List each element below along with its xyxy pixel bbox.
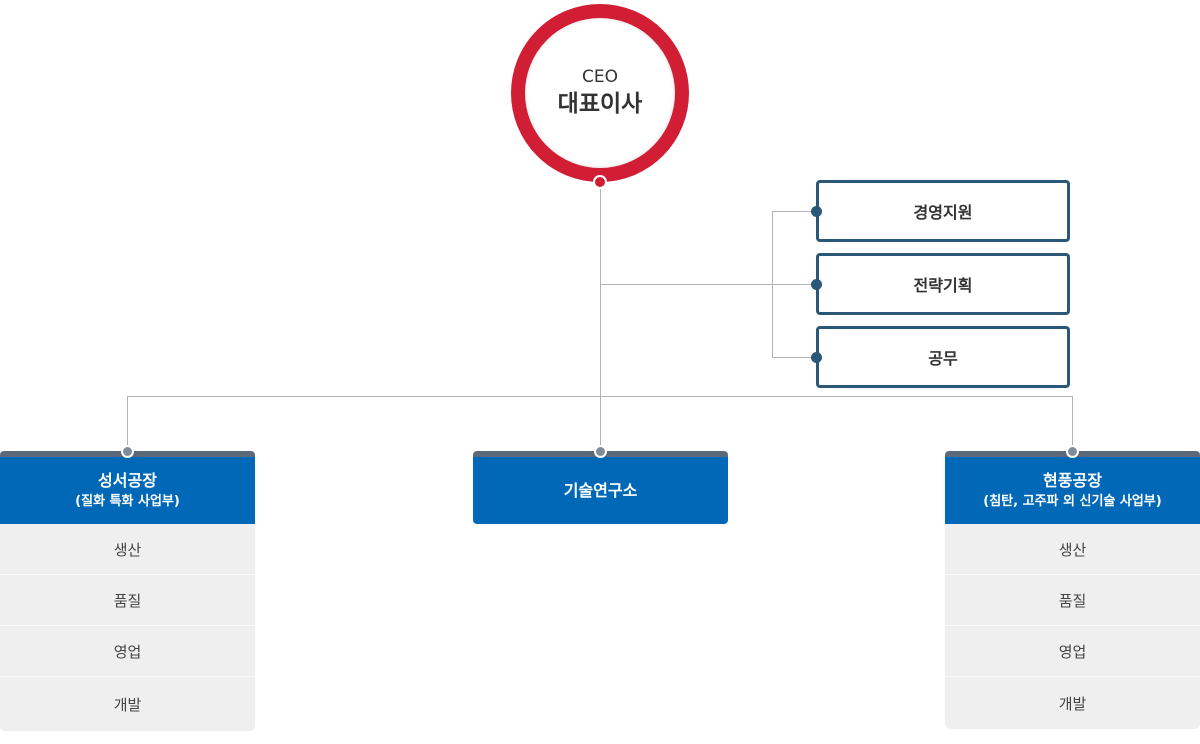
- staff-box-strategy-planning: 전략기획: [816, 253, 1070, 315]
- dept-horizontal-line: [127, 396, 1073, 397]
- staff-label: 경영지원: [913, 203, 973, 222]
- dept-name: 현풍공장: [1043, 470, 1102, 490]
- staff-box-public-works: 공무: [816, 326, 1070, 388]
- dept-unit: 개발: [945, 676, 1200, 729]
- dept-name: 기술연구소: [563, 480, 638, 500]
- dept-unit-list: 생산 품질 영업 개발: [945, 524, 1200, 729]
- dept-subtitle: (침탄, 고주파 외 신기술 사업부): [983, 493, 1162, 509]
- staff-label: 전략기획: [913, 276, 973, 295]
- ceo-title-en: CEO: [582, 67, 618, 87]
- dept-unit: 영업: [0, 625, 255, 676]
- staff-label: 공무: [928, 349, 958, 368]
- dept-left-drop: [127, 396, 128, 451]
- staff-bracket-bottom: [772, 357, 814, 358]
- dept-unit: 생산: [113, 540, 142, 559]
- dept-unit: 개발: [0, 676, 255, 731]
- dept-hyeonpung-factory: 현풍공장 (침탄, 고주파 외 신기술 사업부) 생산 품질 영업 개발: [945, 451, 1200, 729]
- dept-unit-list: 생산 품질 영업 개발: [0, 524, 255, 731]
- dept-subtitle: (질화 특화 사업부): [75, 493, 180, 509]
- ceo-connector-dot: [593, 175, 607, 189]
- dept-connector-dot: [594, 445, 607, 458]
- staff-bracket-line: [772, 211, 773, 358]
- dept-header: 성서공장 (질화 특화 사업부): [0, 457, 255, 524]
- dept-unit: 영업: [945, 625, 1200, 676]
- dept-unit: 품질: [945, 574, 1200, 625]
- staff-box-management-support: 경영지원: [816, 180, 1070, 242]
- staff-bracket-top: [772, 211, 814, 212]
- dept-right-drop: [1072, 396, 1073, 451]
- dept-header: 현풍공장 (침탄, 고주파 외 신기술 사업부): [945, 457, 1200, 524]
- staff-branch-line: [600, 284, 814, 285]
- dept-unit: 생산: [1058, 540, 1087, 559]
- dept-connector-dot: [1066, 445, 1079, 458]
- dept-name: 성서공장: [98, 470, 157, 490]
- staff-connector-dot: [811, 279, 822, 290]
- dept-research-lab: 기술연구소: [473, 451, 728, 524]
- ceo-title-ko: 대표이사: [557, 91, 643, 117]
- dept-header: 기술연구소: [473, 457, 728, 524]
- staff-connector-dot: [811, 352, 822, 363]
- dept-unit: 품질: [0, 574, 255, 625]
- ceo-node: CEO 대표이사: [511, 4, 689, 182]
- staff-connector-dot: [811, 206, 822, 217]
- dept-connector-dot: [121, 445, 134, 458]
- ceo-trunk-line: [600, 186, 601, 452]
- dept-seongseo-factory: 성서공장 (질화 특화 사업부) 생산 품질 영업 개발: [0, 451, 255, 731]
